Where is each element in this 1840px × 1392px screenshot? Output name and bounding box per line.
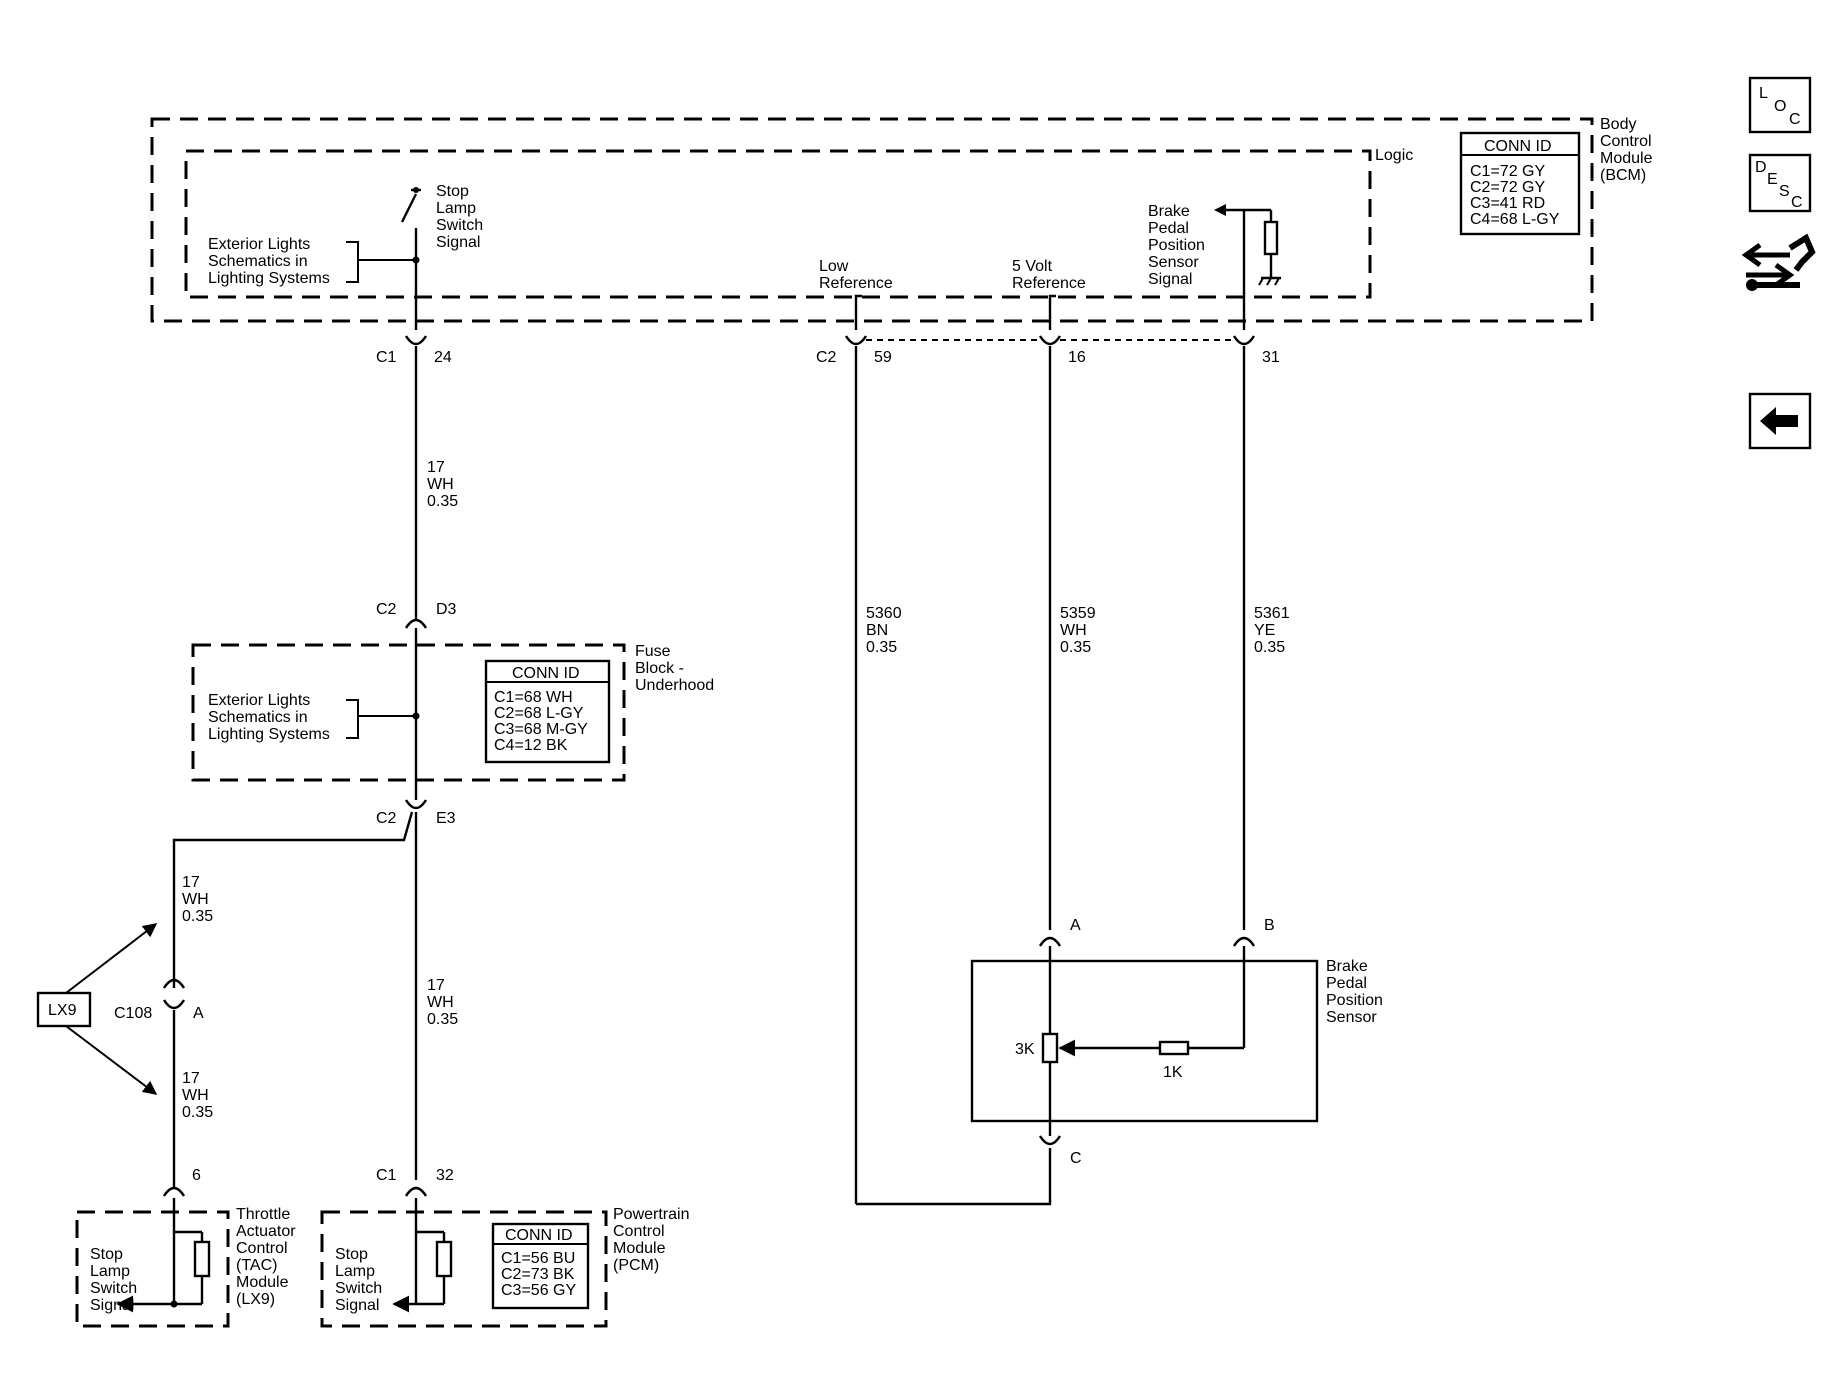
connector-c108: C108 A xyxy=(114,978,204,1188)
pcm-module: C1 32 Stop Lamp Switch Signal CONN ID C1… xyxy=(320,1167,694,1328)
svg-text:D3: D3 xyxy=(436,601,457,618)
svg-text:C3=68 M-GY: C3=68 M-GY xyxy=(494,721,588,738)
svg-text:C1=56 BU: C1=56 BU xyxy=(501,1250,575,1267)
svg-text:CONN ID: CONN ID xyxy=(505,1227,573,1244)
pcm-conn-id-table: CONN ID C1=56 BU C2=73 BK C3=56 GY xyxy=(491,1222,590,1310)
svg-text:C: C xyxy=(1789,111,1801,128)
desc-button[interactable]: D E S C xyxy=(1748,153,1812,213)
svg-text:O: O xyxy=(1774,98,1786,115)
svg-text:C2: C2 xyxy=(376,601,397,618)
fuse-block-name: Fuse Block - Underhood xyxy=(635,643,714,694)
svg-text:16: 16 xyxy=(1068,349,1086,366)
back-button[interactable] xyxy=(1748,392,1812,450)
loc-button[interactable]: L O C xyxy=(1748,76,1812,134)
svg-text:C4=12 BK: C4=12 BK xyxy=(494,737,568,754)
svg-text:32: 32 xyxy=(436,1167,454,1184)
lx9-option-box: LX9 xyxy=(36,923,158,1095)
svg-text:C1=68 WH: C1=68 WH xyxy=(494,689,573,706)
svg-text:E: E xyxy=(1767,171,1778,188)
svg-text:S: S xyxy=(1779,183,1790,200)
svg-text:D: D xyxy=(1755,159,1767,176)
svg-text:3K: 3K xyxy=(1015,1041,1035,1058)
svg-text:A: A xyxy=(193,1005,204,1022)
low-reference-label: Low Reference xyxy=(819,258,893,292)
svg-text:C: C xyxy=(1070,1150,1082,1167)
svg-text:CONN ID: CONN ID xyxy=(1484,138,1552,155)
bpp-signal-label: Brake Pedal Position Sensor Signal xyxy=(1148,203,1209,288)
bcm-stop-lamp-label: Stop Lamp Switch Signal xyxy=(436,183,488,251)
arrows-wrench-icon[interactable] xyxy=(1741,233,1816,291)
svg-text:6: 6 xyxy=(192,1167,201,1184)
svg-text:L: L xyxy=(1759,85,1768,102)
svg-text:31: 31 xyxy=(1262,349,1280,366)
fuse-conn-id-table: CONN ID C1=68 WH C2=68 L-GY C3=68 M-GY C… xyxy=(484,659,611,764)
svg-text:A: A xyxy=(1070,917,1081,934)
svg-text:C1: C1 xyxy=(376,1167,397,1184)
svg-text:C2=73 BK: C2=73 BK xyxy=(501,1266,575,1283)
bcm-pullup-resistor xyxy=(1214,204,1281,330)
arrow-left-icon xyxy=(1760,407,1798,435)
bcm-module: Logic Body Control Module (BCM) CONN ID … xyxy=(150,116,1657,330)
tac-module: 6 Stop Lamp Switch Signal Throttle Actua… xyxy=(75,1167,300,1328)
svg-text:C2: C2 xyxy=(376,810,397,827)
fuse-block-underhood: C2 D3 Fuse Block - Underhood CONN ID C1=… xyxy=(191,601,714,782)
tac-stop-lamp-label: Stop Lamp Switch Signal xyxy=(90,1246,142,1314)
svg-text:C2: C2 xyxy=(816,349,837,366)
five-volt-reference-label: 5 Volt Reference xyxy=(1012,258,1086,292)
svg-text:C3=56 GY: C3=56 GY xyxy=(501,1282,576,1299)
brake-pedal-position-sensor: A B C 3K 1K Brake Pedal Position Sensor xyxy=(970,917,1387,1167)
svg-text:1K: 1K xyxy=(1163,1064,1183,1081)
fuse-ext-lights-label: Exterior Lights Schematics in Lighting S… xyxy=(208,692,330,743)
svg-text:C3=41 RD: C3=41 RD xyxy=(1470,195,1545,212)
bcm-ext-lights-label: Exterior Lights Schematics in Lighting S… xyxy=(208,236,330,287)
svg-text:C4=68 L-GY: C4=68 L-GY xyxy=(1470,211,1560,228)
tac-module-name: Throttle Actuator Control (TAC) Module (… xyxy=(236,1206,300,1308)
svg-text:24: 24 xyxy=(434,349,452,366)
svg-text:E3: E3 xyxy=(436,810,456,827)
stop-lamp-switch-symbol xyxy=(400,187,421,330)
bcm-name: Body Control Module (BCM) xyxy=(1600,116,1657,184)
connector-c2-e3: C2 E3 xyxy=(172,780,456,1180)
pcm-stop-lamp-label: Stop Lamp Switch Signal xyxy=(335,1246,387,1314)
sensor-name: Brake Pedal Position Sensor xyxy=(1326,958,1387,1026)
svg-text:C1: C1 xyxy=(376,349,397,366)
pcm-module-name: Powertrain Control Module (PCM) xyxy=(613,1206,694,1274)
svg-text:C2=68 L-GY: C2=68 L-GY xyxy=(494,705,584,722)
svg-text:C: C xyxy=(1791,194,1803,211)
svg-text:CONN ID: CONN ID xyxy=(512,665,580,682)
svg-text:LX9: LX9 xyxy=(48,1002,77,1019)
svg-text:C108: C108 xyxy=(114,1005,152,1022)
bcm-ext-lights-ref xyxy=(346,241,416,283)
logic-label: Logic xyxy=(1375,147,1413,164)
svg-text:B: B xyxy=(1264,917,1275,934)
svg-text:C1=72 GY: C1=72 GY xyxy=(1470,163,1545,180)
svg-text:C2=72 GY: C2=72 GY xyxy=(1470,179,1545,196)
bcm-connectors: C1 24 C2 59 16 31 xyxy=(376,335,1280,366)
svg-text:59: 59 xyxy=(874,349,892,366)
bcm-conn-id-table: CONN ID C1=72 GY C2=72 GY C3=41 RD C4=68… xyxy=(1459,131,1581,236)
